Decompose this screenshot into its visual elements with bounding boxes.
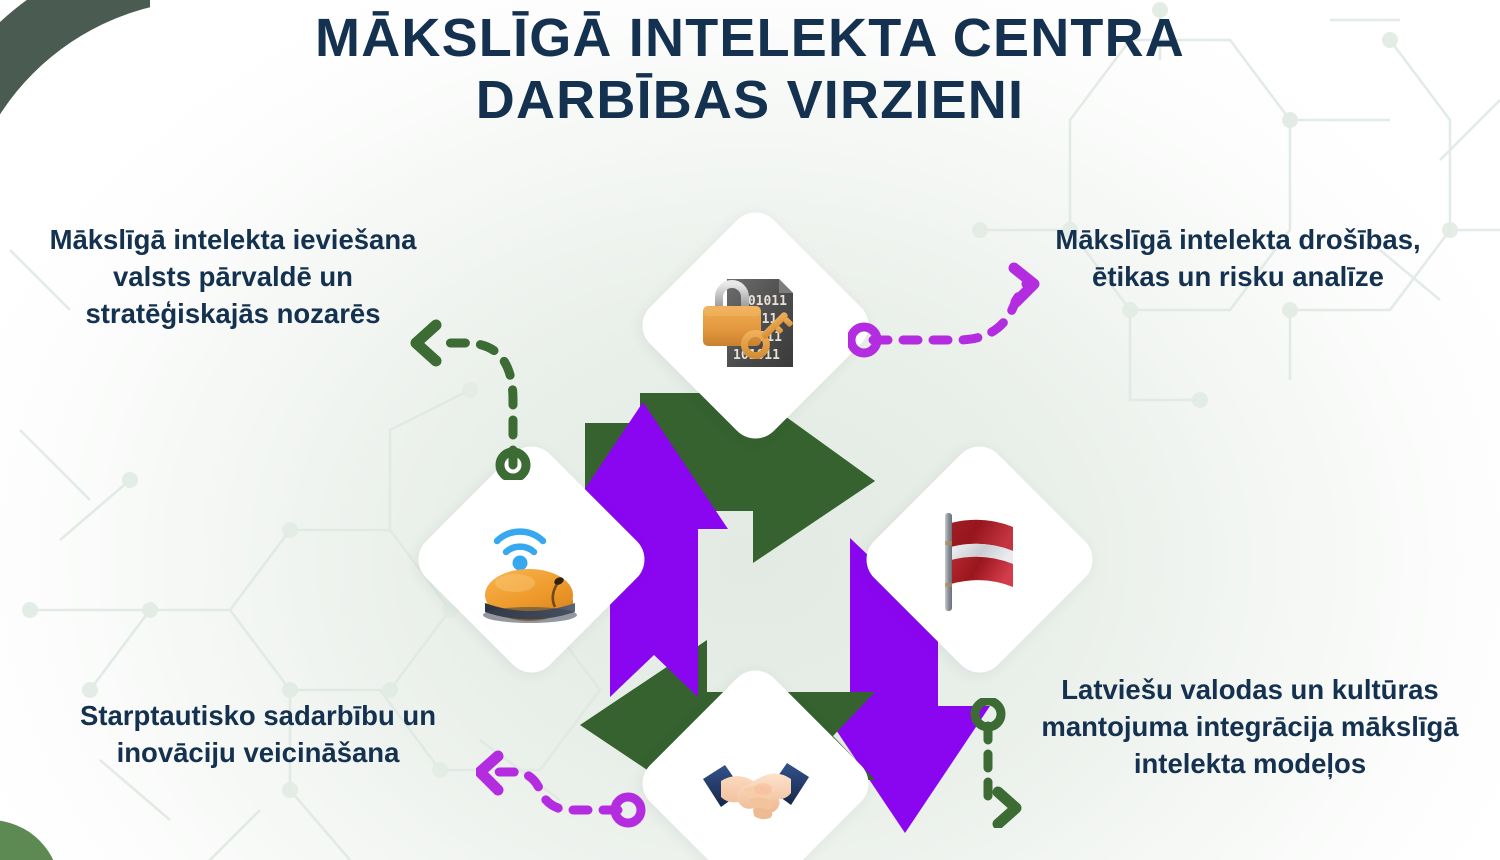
handshake-icon xyxy=(668,696,843,860)
direction-label-top-left: Mākslīgā intelekta ieviešana valsts pārv… xyxy=(49,224,417,329)
direction-label-bottom-left: Starptautisko sadarbību un inovāciju vei… xyxy=(79,700,437,768)
latvia-flag-icon xyxy=(892,472,1067,647)
icon-tile-public-administration[interactable] xyxy=(407,435,656,684)
direction-label-bottom-right: Latviešu valodas un kultūras mantojuma i… xyxy=(1041,674,1459,779)
corner-arc-bottom-left xyxy=(0,820,54,860)
locked-binary-document-icon: 101011 1011 101011 101011 xyxy=(668,238,843,413)
title-line-1: MĀKSLĪGĀ INTELEKTA CENTRA xyxy=(315,8,1185,68)
icon-tile-security[interactable]: 101011 1011 101011 101011 xyxy=(631,201,880,450)
title-line-2: DARBĪBAS VIRZIENI xyxy=(475,69,1025,130)
icon-tile-latvian-language[interactable] xyxy=(855,435,1104,684)
cycle-diagram: 101011 1011 101011 101011 xyxy=(380,201,1140,860)
svg-text:101011: 101011 xyxy=(740,294,787,309)
page-title: MĀKSLĪGĀ INTELEKTA CENTRA DARBĪBAS VIRZI… xyxy=(0,8,1500,131)
icon-tile-cooperation[interactable] xyxy=(631,659,880,860)
direction-label-top-right: Mākslīgā intelekta drošības, ētikas un r… xyxy=(1055,224,1421,292)
wireless-mouse-icon xyxy=(444,472,619,647)
arrow-down-purple xyxy=(820,538,990,833)
